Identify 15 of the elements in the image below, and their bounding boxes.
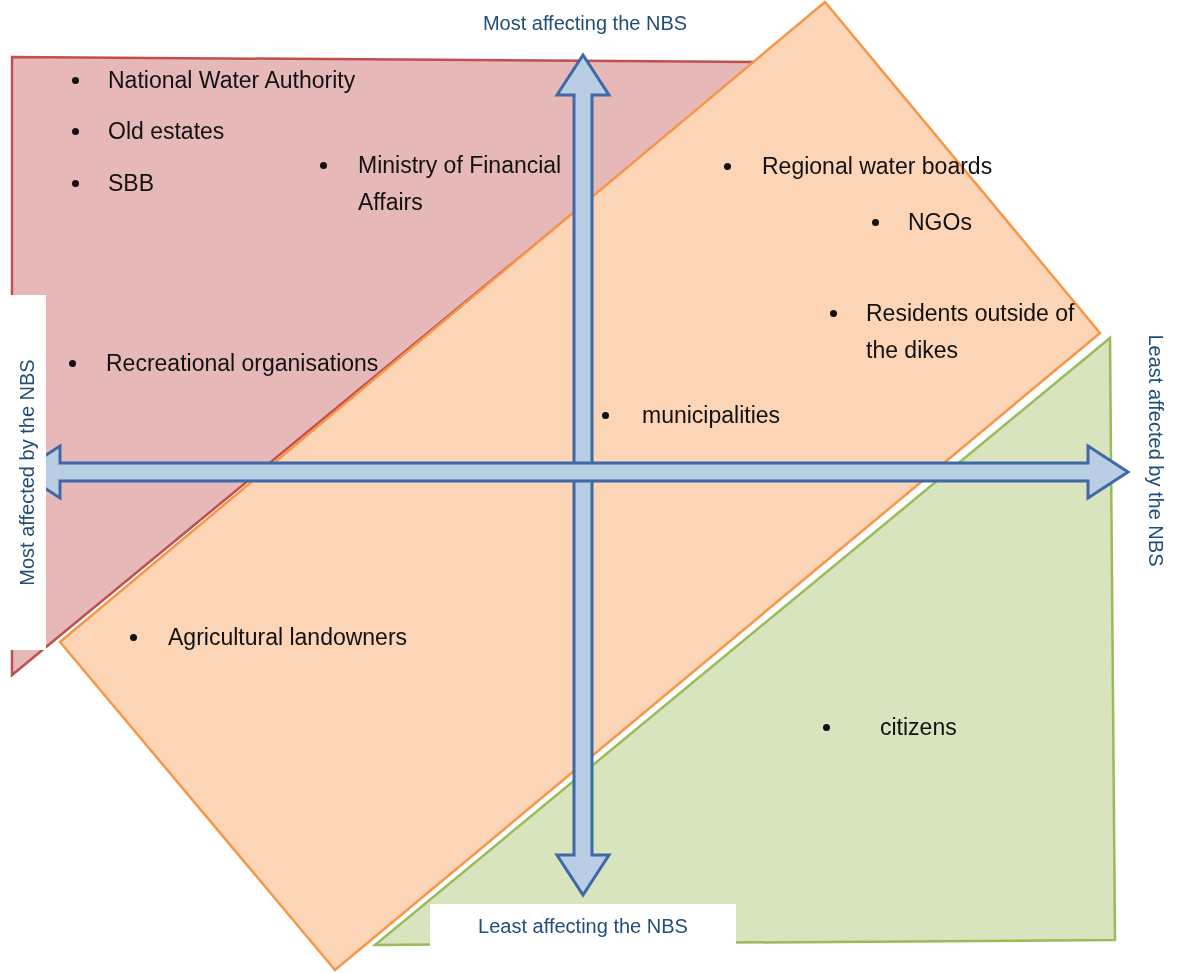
stakeholder-label: Recreational organisations	[106, 349, 380, 378]
stakeholder-label: Regional water boards	[762, 152, 994, 181]
stakeholder-label: Residents outside of the dikes	[866, 299, 1076, 365]
axis-label: Least affecting the NBS	[478, 914, 688, 938]
stakeholder-label: municipalities	[642, 401, 782, 430]
axis-label: Least affected by the NBS	[1143, 334, 1167, 566]
stakeholder-label: Old estates	[108, 117, 226, 146]
stakeholder-label: citizens	[880, 713, 958, 742]
axis-label: Most affected by the NBS	[15, 359, 39, 586]
stakeholder-label: NGOs	[908, 208, 973, 237]
axis-label: Most affecting the NBS	[482, 11, 688, 35]
stakeholder-label: Ministry of Financial Affairs	[358, 151, 563, 217]
stakeholder-label: Agricultural landowners	[168, 623, 409, 652]
stakeholder-label: SBB	[108, 169, 156, 198]
stakeholder-label: National Water Authority	[108, 66, 357, 95]
